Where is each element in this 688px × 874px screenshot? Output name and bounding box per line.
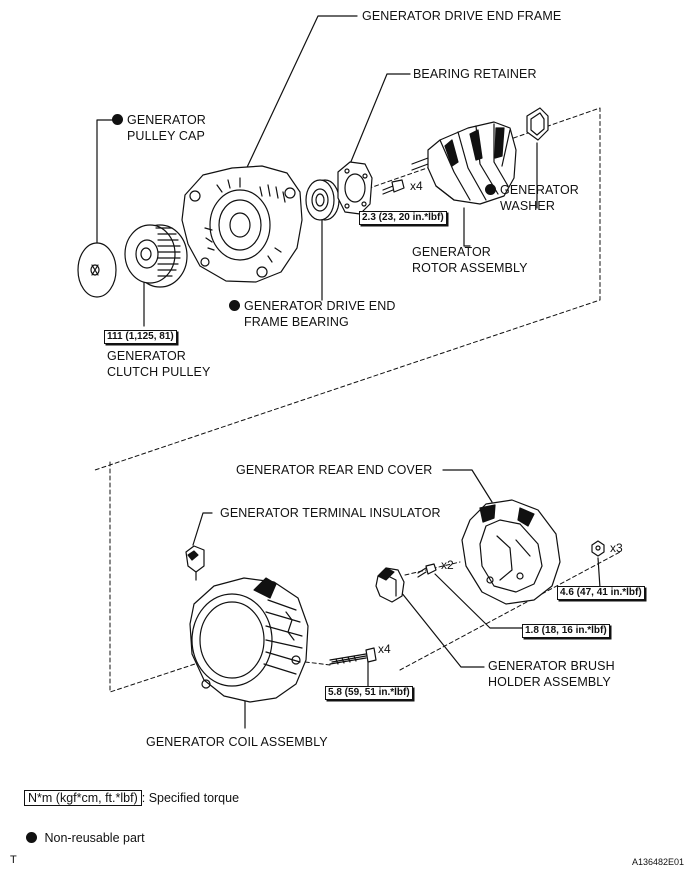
label-brush-holder: GENERATOR BRUSH [488, 659, 615, 673]
qty-brush-screw: x2 [441, 558, 454, 572]
torque-pulley: 111 (1,125, 81) [104, 330, 177, 344]
torque-brush-screw: 1.8 (18, 16 in.*lbf) [522, 624, 610, 638]
non-reusable-dot-icon [26, 832, 37, 843]
legend-non-reusable: Non-reusable part [26, 831, 145, 845]
rotor-assembly-drawing [411, 121, 517, 205]
non-reusable-dot-icon [229, 300, 240, 311]
upper-dashed-boundary [94, 107, 601, 471]
bearing-retainer-drawing [337, 161, 373, 215]
coil-bolt-drawing [329, 647, 377, 665]
cover-nut-drawing [591, 540, 605, 557]
leader-brush-holder [400, 591, 485, 668]
rear-end-cover-drawing [461, 499, 561, 605]
legend-torque-unit: N*m (kgf*cm, ft.*lbf) [24, 790, 142, 806]
label-frame-bearing: GENERATOR DRIVE END [229, 298, 395, 314]
brush-screw-drawing [417, 563, 437, 578]
leader-pulley-cap [96, 119, 117, 251]
leader-rotor [463, 207, 471, 247]
label-pulley-cap: GENERATOR [112, 112, 206, 128]
torque-retainer-screw: 2.3 (23, 20 in.*lbf) [359, 211, 447, 225]
qty-cover-nut: x3 [610, 541, 623, 555]
label-frame-bearing-line2: FRAME BEARING [244, 315, 349, 329]
torque-coil-bolt: 5.8 (59, 51 in.*lbf) [325, 686, 413, 700]
label-terminal-insulator: GENERATOR TERMINAL INSULATOR [220, 506, 441, 520]
non-reusable-dot-icon [485, 184, 496, 195]
leader-rear-cover [442, 469, 493, 503]
label-rotor-assembly-line2: ROTOR ASSEMBLY [412, 261, 528, 275]
label-coil-assembly: GENERATOR COIL ASSEMBLY [146, 735, 328, 749]
footer-left-code: T [10, 854, 17, 866]
frame-bearing-drawing [305, 179, 340, 221]
label-washer-line2: WASHER [500, 199, 556, 213]
label-clutch-pulley: GENERATOR [107, 349, 186, 363]
leader-cover-nut [597, 557, 601, 589]
leader-brush-screw [434, 573, 524, 629]
leader-bearing-retainer [349, 73, 411, 165]
leader-terminal-insulator [192, 512, 213, 546]
brush-holder-drawing [375, 567, 405, 603]
qty-coil-bolt: x4 [378, 642, 391, 656]
label-pulley-cap-line2: PULLEY CAP [127, 129, 205, 143]
leader-drive-end-frame [241, 15, 358, 179]
coil-assembly-drawing [189, 577, 309, 703]
retainer-screw-drawing [382, 179, 405, 195]
label-bearing-retainer: BEARING RETAINER [413, 67, 537, 81]
pulley-cap-drawing [77, 242, 117, 298]
label-drive-end-frame: GENERATOR DRIVE END FRAME [362, 9, 562, 23]
label-rear-end-cover: GENERATOR REAR END COVER [236, 463, 433, 477]
qty-retainer-screw: x4 [410, 179, 423, 193]
drive-end-frame-drawing [181, 165, 303, 283]
torque-cover-nut: 4.6 (47, 41 in.*lbf) [557, 586, 645, 600]
clutch-pulley-drawing [124, 224, 188, 288]
label-washer: GENERATOR [485, 182, 579, 198]
label-clutch-pulley-line2: CLUTCH PULLEY [107, 365, 211, 379]
terminal-insulator-drawing [185, 545, 205, 581]
legend-torque: N*m (kgf*cm, ft.*lbf): Specified torque [24, 790, 240, 806]
legend-torque-desc: : Specified torque [141, 791, 240, 805]
lower-dashed-boundary [109, 461, 196, 693]
figure-id: A136482E01 [632, 857, 685, 867]
label-rotor-assembly: GENERATOR [412, 245, 491, 259]
non-reusable-dot-icon [112, 114, 123, 125]
washer-drawing [526, 107, 549, 141]
label-brush-holder-line2: HOLDER ASSEMBLY [488, 675, 611, 689]
